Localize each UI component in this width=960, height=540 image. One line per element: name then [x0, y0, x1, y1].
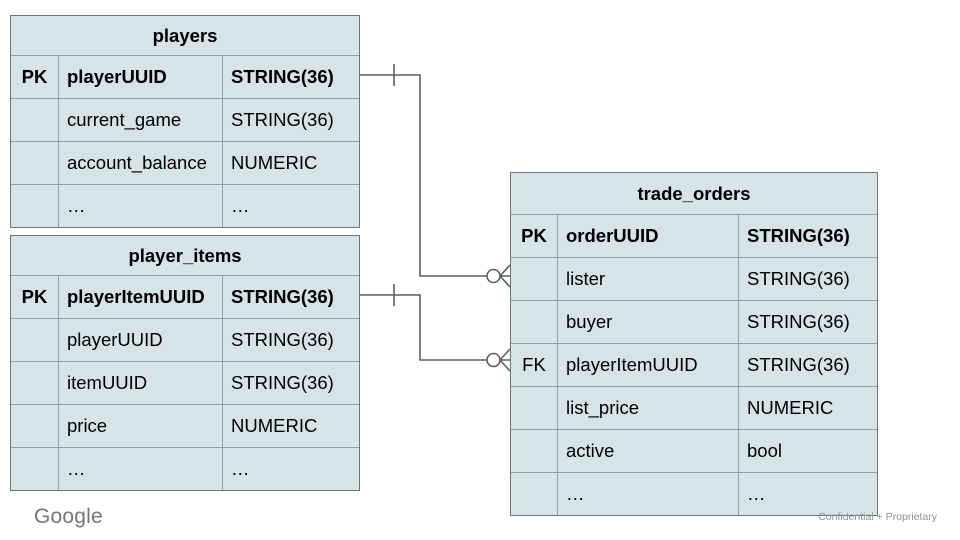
- cell-name: playerUUID: [58, 56, 222, 98]
- cell-type: …: [222, 185, 359, 227]
- table-title: player_items: [128, 244, 242, 266]
- relationship-players-trade-orders: [360, 64, 511, 288]
- cell-type: STRING(36): [222, 319, 359, 361]
- cell-type: bool: [738, 430, 877, 472]
- cell-name: current_game: [58, 99, 222, 141]
- cell-key: [511, 430, 557, 472]
- cell-key: [11, 448, 58, 490]
- table-row: ……: [11, 184, 359, 227]
- cell-key: [511, 301, 557, 343]
- cell-key: [11, 362, 58, 404]
- google-logo: Google: [34, 505, 103, 528]
- cell-key: [511, 258, 557, 300]
- cell-key: [511, 473, 557, 515]
- cell-name: playerUUID: [58, 319, 222, 361]
- cell-key: [11, 185, 58, 227]
- cell-name: …: [58, 185, 222, 227]
- cell-name: itemUUID: [58, 362, 222, 404]
- cell-key: FK: [522, 354, 546, 375]
- confidential-label: Confidential + Proprietary: [818, 511, 937, 523]
- table-row: ……: [11, 447, 359, 490]
- cell-key: [511, 387, 557, 429]
- cell-type: STRING(36): [738, 301, 877, 343]
- cell-name: price: [58, 405, 222, 447]
- cell-key: PK: [21, 66, 48, 87]
- table-title: players: [152, 24, 218, 46]
- cell-key: [11, 142, 58, 184]
- connector-line: [360, 294, 487, 361]
- cell-key: PK: [521, 225, 547, 246]
- cell-name: …: [58, 448, 222, 490]
- cell-type: NUMERIC: [738, 387, 877, 429]
- cell-key: [11, 99, 58, 141]
- relationship-player-items-trade-orders: [360, 284, 511, 372]
- table-title: trade_orders: [637, 182, 751, 204]
- crow-foot-icon: [499, 348, 511, 372]
- cell-type: NUMERIC: [222, 405, 359, 447]
- cell-name: orderUUID: [557, 215, 738, 257]
- cell-key: PK: [21, 286, 48, 307]
- cell-name: …: [557, 473, 738, 515]
- cell-type: NUMERIC: [222, 142, 359, 184]
- cell-key: [11, 405, 58, 447]
- table-row: ……: [511, 472, 877, 515]
- cell-name: list_price: [557, 387, 738, 429]
- cell-type: STRING(36): [738, 215, 877, 257]
- cell-type: …: [738, 473, 877, 515]
- cell-type: STRING(36): [738, 344, 877, 386]
- cell-type: STRING(36): [222, 99, 359, 141]
- cell-name: playerItemUUID: [58, 276, 222, 318]
- cell-name: active: [557, 430, 738, 472]
- connector-line: [360, 74, 487, 277]
- crow-foot-icon: [499, 264, 511, 288]
- cell-type: …: [222, 448, 359, 490]
- zero-circle-icon: [486, 352, 501, 368]
- cell-type: STRING(36): [222, 56, 359, 98]
- cell-name: playerItemUUID: [557, 344, 738, 386]
- cell-type: STRING(36): [222, 362, 359, 404]
- cell-name: account_balance: [58, 142, 222, 184]
- cell-type: STRING(36): [738, 258, 877, 300]
- cell-type: STRING(36): [222, 276, 359, 318]
- cell-key: [11, 319, 58, 361]
- zero-circle-icon: [486, 268, 501, 284]
- cell-name: lister: [557, 258, 738, 300]
- cell-name: buyer: [557, 301, 738, 343]
